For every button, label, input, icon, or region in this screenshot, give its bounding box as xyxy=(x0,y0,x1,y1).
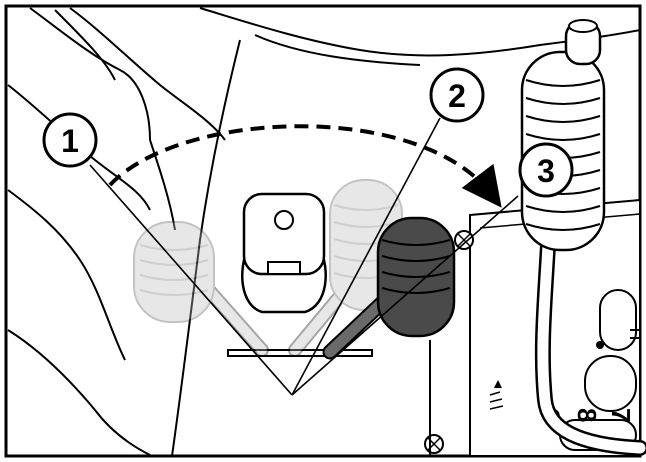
callout-1-label: 1 xyxy=(61,123,79,159)
callout-2: 2 xyxy=(429,67,485,123)
leader-lines xyxy=(89,117,519,396)
key-switch xyxy=(241,192,327,314)
scale-label-8: 8 xyxy=(572,408,602,422)
scale-label-7: 7 xyxy=(606,408,636,422)
left-body-panel xyxy=(7,7,226,456)
lever-position-3-active xyxy=(322,216,456,360)
scale-plate xyxy=(424,198,641,457)
lever-position-2-ghost xyxy=(288,179,403,357)
callout-1: 1 xyxy=(42,112,98,168)
lever-position-1-ghost xyxy=(133,221,269,357)
callout-2-label: 2 xyxy=(448,78,466,114)
callout-3-label: 3 xyxy=(537,153,555,189)
callout-3: 3 xyxy=(518,142,574,198)
motion-arc-arrow xyxy=(108,124,502,208)
